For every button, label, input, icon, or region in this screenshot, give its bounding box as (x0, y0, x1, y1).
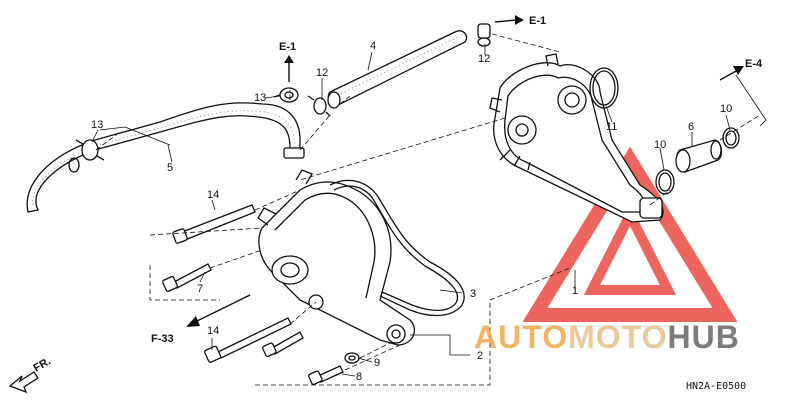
diagram-code: HN2A-E0500 (686, 381, 746, 392)
callout-11: 11 (606, 121, 617, 133)
arrow-f33 (186, 294, 251, 327)
washer-9 (344, 352, 360, 364)
pipe-6 (675, 139, 723, 173)
callout-1: 1 (572, 285, 578, 297)
clamp-12-mid (307, 95, 331, 117)
watermark-middle: MOTO (568, 319, 667, 355)
front-direction-arrow-icon (8, 371, 39, 394)
o-ring-10-right (722, 127, 740, 149)
water-pump-body (489, 53, 664, 223)
hose-4 (327, 30, 468, 109)
bolt-7 (162, 263, 212, 292)
bolt-14-upper (172, 204, 256, 244)
callout-5: 5 (167, 162, 173, 174)
bolt-7-small (262, 331, 304, 358)
bolt-14-lower (204, 317, 292, 363)
ref-e4: E-4 (745, 58, 763, 70)
callout-4: 4 (370, 40, 376, 52)
o-ring-11 (589, 67, 619, 109)
callout-2: 2 (477, 350, 483, 362)
ref-e1-top-right: E-1 (529, 15, 546, 27)
watermark-prefix: AUTO (474, 319, 568, 355)
callout-8: 8 (356, 371, 362, 383)
watermark-triangle (522, 146, 738, 322)
clamp-12-top (477, 23, 491, 47)
callout-3: 3 (470, 288, 476, 300)
hose-5 (26, 102, 305, 213)
callout-6: 6 (688, 121, 694, 133)
watermark-logo: AUTOMOTOHUB (474, 319, 740, 355)
leader-lines (91, 44, 767, 377)
callout-10-right: 10 (720, 103, 732, 115)
assembly-lines (95, 33, 761, 386)
clamp-13-top (273, 87, 299, 103)
callout-12-top: 12 (478, 53, 490, 65)
callout-12-mid: 12 (316, 67, 328, 79)
ref-f33: F-33 (151, 333, 174, 345)
callout-13-top: 13 (254, 92, 266, 104)
callout-9: 9 (374, 357, 380, 369)
callout-labels: 4 12 12 13 13 5 14 7 14 3 1 2 9 8 11 10 … (91, 40, 732, 383)
arrow-e1-top-center (284, 55, 294, 82)
callout-14-lower: 14 (207, 325, 219, 337)
reference-labels: E-1 E-1 E-4 F-33 FR. (32, 15, 764, 375)
ref-e1-top-center: E-1 (279, 41, 296, 53)
callout-10-mid: 10 (654, 139, 666, 151)
arrow-e4 (719, 66, 744, 81)
svg-text:AUTOMOTOHUB: AUTOMOTOHUB (474, 319, 740, 355)
front-direction-label: FR. (32, 355, 53, 374)
callout-13-left: 13 (91, 119, 103, 131)
watermark-suffix: HUB (667, 319, 739, 355)
pump-cover-2 (257, 169, 415, 346)
gasket-3 (329, 179, 465, 317)
bolt-8 (308, 365, 344, 386)
o-ring-10-mid (655, 169, 675, 195)
clamp-13-left (68, 139, 105, 173)
callout-14-upper: 14 (207, 189, 219, 201)
arrow-e1-top-right (494, 15, 524, 25)
callout-7: 7 (197, 283, 203, 295)
